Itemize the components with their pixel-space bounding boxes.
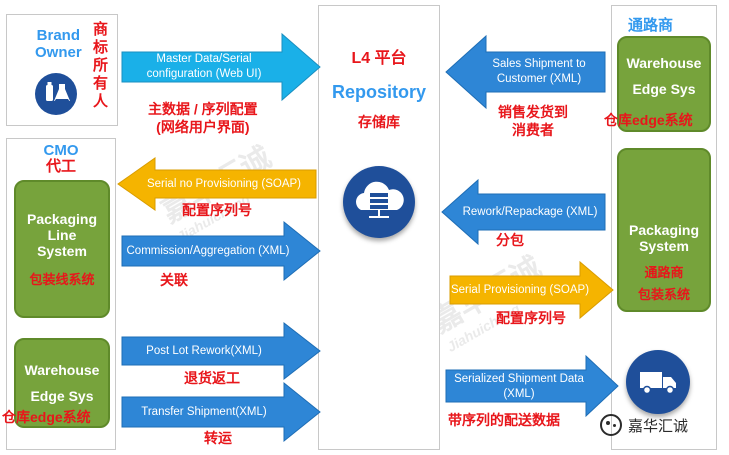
dist-packaging-label: Packaging System bbox=[628, 222, 700, 254]
post-lot-label: Post Lot Rework(XML) bbox=[146, 344, 262, 357]
master-data-arrow bbox=[121, 32, 321, 102]
cmo-warehouse-edge-sys: Warehouse Edge Sys bbox=[14, 338, 110, 428]
post-lot-cn: 退货返工 bbox=[184, 370, 240, 386]
brand-owner-panel: Brand Owner 商 标 所 有 人 bbox=[6, 14, 118, 126]
cloud-server-icon bbox=[343, 166, 415, 238]
sales-shipment-cn: 销售发货到 消费者 bbox=[498, 104, 568, 138]
serial-provisioning-right-arrow bbox=[449, 260, 614, 320]
cmo-warehouse-cn: 仓库edge系统 bbox=[2, 409, 91, 425]
commission-cn: 关联 bbox=[160, 272, 188, 288]
transfer-arrow bbox=[121, 381, 321, 443]
sales-shipment-label: Sales Shipment to Customer (XML) bbox=[492, 58, 586, 85]
cmo-title-en: CMO bbox=[43, 142, 79, 159]
master-data-label: Master Data/Serial configuration (Web UI… bbox=[146, 53, 262, 80]
cmo-packaging-label: Packaging Line System bbox=[26, 210, 98, 259]
serialized-shipment-label: Serialized Shipment Data (XML) bbox=[454, 373, 584, 400]
serial-provisioning-left-label: Serial no Provisioning (SOAP) bbox=[146, 177, 302, 190]
l4-title: L4 平台 bbox=[351, 50, 407, 67]
delivery-truck-icon bbox=[626, 350, 690, 414]
rework-arrow bbox=[441, 178, 606, 246]
serial-provisioning-right-cn: 配置序列号 bbox=[496, 310, 566, 326]
wechat-icon bbox=[600, 414, 622, 436]
serial-provisioning-left-cn: 配置序列号 bbox=[182, 202, 252, 218]
commission-label: Commission/Aggregation (XML) bbox=[126, 244, 290, 257]
l4-repository-panel: L4 平台 Repository 存储库 bbox=[318, 5, 440, 450]
serialized-shipment-arrow bbox=[445, 354, 619, 418]
master-data-cn: 主数据 / 序列配置 (网络用户界面) bbox=[148, 101, 258, 135]
dist-packaging-cn: 通路商 包装系统 bbox=[637, 265, 690, 302]
dist-warehouse-cn: 仓库edge系统 bbox=[604, 112, 693, 128]
sales-shipment-arrow bbox=[445, 34, 606, 110]
serial-provisioning-left-arrow bbox=[117, 157, 317, 211]
rework-cn: 分包 bbox=[496, 232, 524, 248]
transfer-label: Transfer Shipment(XML) bbox=[141, 405, 267, 418]
cmo-packaging-cn: 包装线系统 bbox=[29, 271, 95, 287]
dist-warehouse-label: Warehouse Edge Sys bbox=[626, 55, 702, 97]
serialized-shipment-cn: 带序列的配送数据 bbox=[448, 412, 560, 428]
cmo-title-cn: 代工 bbox=[45, 158, 76, 175]
repository-cn: 存储库 bbox=[358, 114, 400, 130]
transfer-cn: 转运 bbox=[204, 430, 232, 446]
commission-arrow bbox=[121, 220, 321, 282]
repository-title: Repository bbox=[331, 82, 427, 102]
cmo-packaging-line-system: Packaging Line System 包装线系统 bbox=[14, 180, 110, 318]
cmo-title: CMO 代工 bbox=[7, 143, 115, 175]
brand-owner-title: Brand Owner bbox=[35, 27, 82, 61]
post-lot-arrow bbox=[121, 321, 321, 381]
dist-warehouse-edge-sys: Warehouse Edge Sys bbox=[617, 36, 711, 132]
distributor-title: 通路商 bbox=[628, 17, 674, 34]
dist-packaging-system: Packaging System 通路商 包装系统 bbox=[617, 148, 711, 312]
rework-label: Rework/Repackage (XML) bbox=[462, 205, 598, 218]
footer-brand: 嘉华汇诚 bbox=[600, 413, 718, 437]
cmo-warehouse-label: Warehouse Edge Sys bbox=[24, 362, 100, 404]
lab-flask-icon bbox=[35, 73, 77, 115]
serial-provisioning-right-label: Serial Provisioning (SOAP) bbox=[450, 283, 590, 296]
brand-owner-cn: 商 标 所 有 人 bbox=[93, 21, 109, 110]
footer-brand-text: 嘉华汇诚 bbox=[628, 417, 689, 435]
